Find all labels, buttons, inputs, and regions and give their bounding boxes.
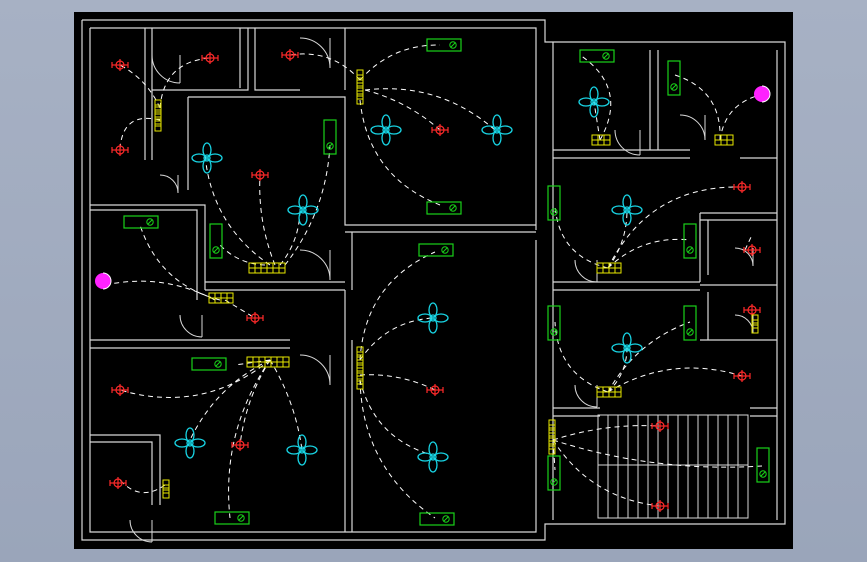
ac-unit-icon xyxy=(323,119,337,155)
drawing-viewport[interactable] xyxy=(74,12,793,549)
switch-board-icon xyxy=(208,292,216,304)
light-fixture-icon xyxy=(743,243,761,257)
ceiling-fan-icon xyxy=(370,114,402,146)
doors-layer xyxy=(129,37,754,543)
switch-board-icon xyxy=(246,356,254,368)
switch-board-icon xyxy=(154,99,162,111)
switch-board-icon xyxy=(276,356,284,368)
ac-unit-icon xyxy=(547,185,561,221)
switch-board-icon xyxy=(220,292,228,304)
stairs xyxy=(597,414,749,519)
ac-unit-icon xyxy=(418,243,454,257)
electrical-floor-plan xyxy=(81,19,786,543)
light-fixture-icon xyxy=(733,369,751,383)
light-fixture-icon xyxy=(246,311,264,325)
ac-unit-icon xyxy=(667,60,681,96)
ac-unit-icon xyxy=(547,305,561,341)
switch-board-icon xyxy=(597,134,605,146)
ceiling-fan-icon xyxy=(174,427,206,459)
ac-unit-icon xyxy=(426,201,462,215)
ac-unit-icon xyxy=(209,223,223,259)
switch-board-icon xyxy=(154,113,162,125)
light-fixture-icon xyxy=(251,168,269,182)
switch-board-icon xyxy=(264,356,272,368)
light-fixture-icon xyxy=(201,51,219,65)
ceiling-fan-icon xyxy=(286,434,318,466)
switch-board-icon xyxy=(603,134,611,146)
switch-board-icon xyxy=(726,134,734,146)
ac-unit-icon xyxy=(419,512,455,526)
ac-unit-icon xyxy=(191,357,227,371)
switch-board-icon xyxy=(614,262,622,274)
ceiling-fan-icon xyxy=(481,114,513,146)
switch-board-icon xyxy=(270,356,278,368)
switch-board-icon xyxy=(154,106,162,118)
light-fixture-icon xyxy=(743,303,761,317)
switch-board-icon xyxy=(591,134,599,146)
light-fixture-icon xyxy=(651,499,669,513)
switch-board-icon xyxy=(252,356,260,368)
switch-board-icon xyxy=(602,262,610,274)
ac-unit-icon xyxy=(683,305,697,341)
light-fixture-icon xyxy=(109,476,127,490)
ac-unit-icon xyxy=(214,511,250,525)
ac-unit-icon xyxy=(683,223,697,259)
ceiling-fan-icon xyxy=(287,194,319,226)
switch-board-icon xyxy=(154,120,162,132)
power-socket-icon xyxy=(95,272,112,290)
switch-board-icon xyxy=(282,356,290,368)
ac-unit-icon xyxy=(123,215,159,229)
switch-board-icon xyxy=(272,262,280,274)
switch-board-icon xyxy=(248,262,256,274)
fixtures-layer xyxy=(95,38,771,526)
light-fixture-icon xyxy=(431,123,449,137)
walls-layer xyxy=(81,19,786,541)
switch-board-icon xyxy=(614,386,622,398)
ceiling-fan-icon xyxy=(417,302,449,334)
ceiling-fan-icon xyxy=(417,441,449,473)
light-fixture-icon xyxy=(231,438,249,452)
light-fixture-icon xyxy=(426,383,444,397)
switch-board-icon xyxy=(720,134,728,146)
switch-board-icon xyxy=(214,292,222,304)
light-fixture-icon xyxy=(651,419,669,433)
ac-unit-icon xyxy=(756,447,770,483)
light-fixture-icon xyxy=(111,383,129,397)
power-socket-icon xyxy=(754,85,771,103)
light-fixture-icon xyxy=(111,143,129,157)
light-fixture-icon xyxy=(111,58,129,72)
light-fixture-icon xyxy=(281,48,299,62)
ceiling-fan-icon xyxy=(611,194,643,226)
switch-board-icon xyxy=(602,386,610,398)
ac-unit-icon xyxy=(579,49,615,63)
light-fixture-icon xyxy=(733,180,751,194)
